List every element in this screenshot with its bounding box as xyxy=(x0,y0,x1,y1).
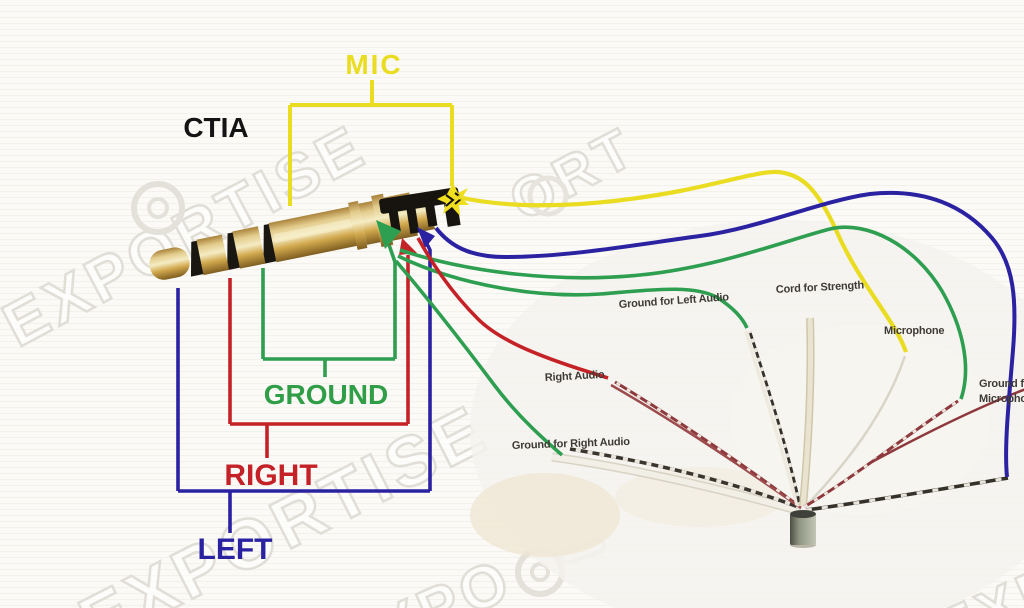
cable-sheath-top xyxy=(790,510,816,518)
right-audio-label: Right Audio xyxy=(545,369,606,384)
mic-label: MIC xyxy=(345,49,402,80)
ctia-label: CTIA xyxy=(183,112,248,143)
ground-right-wire xyxy=(394,259,564,457)
watermark-gear-icon xyxy=(527,175,569,217)
red-striped-wire xyxy=(614,380,800,508)
left-wire xyxy=(434,190,1017,478)
striped-wire xyxy=(748,331,802,507)
mic-bracket xyxy=(288,80,454,206)
ground-microphone-label: Microphone xyxy=(979,393,1024,405)
ground-mic-wire xyxy=(399,225,968,400)
white-wire xyxy=(551,454,801,514)
cord-wire xyxy=(800,317,814,507)
green-arrow-icon xyxy=(376,220,401,249)
watermark-gear-hub-icon xyxy=(147,197,169,219)
microphone-label: Microphone xyxy=(884,325,944,337)
ground-right-audio-label: Ground for Right Audio xyxy=(512,436,631,452)
blue-arrow-icon xyxy=(417,227,435,248)
right-label: RIGHT xyxy=(224,459,317,492)
left-label: LEFT xyxy=(198,533,273,566)
white-wire xyxy=(744,330,799,506)
cord-for-strength-label: Cord for Strength xyxy=(776,279,865,296)
ground-microphone-label: Ground for xyxy=(979,378,1024,390)
mic-wire xyxy=(457,169,908,353)
ground-left-wire xyxy=(397,254,749,329)
dark-wire xyxy=(805,476,1009,512)
ground-label: GROUND xyxy=(264,379,388,410)
watermark-text: ORT xyxy=(499,114,646,232)
watermark-gear-hub-icon xyxy=(530,562,550,582)
ground-bracket xyxy=(261,241,397,377)
right-bracket xyxy=(228,255,410,458)
cable-sheath xyxy=(790,514,816,545)
striped-wire xyxy=(569,447,802,510)
watermark-text: YPO xyxy=(366,545,523,608)
plug-solder-lugs xyxy=(379,187,461,234)
thin-wire xyxy=(805,355,907,507)
right-wire xyxy=(416,237,609,380)
watermark-gear-icon xyxy=(131,181,185,235)
